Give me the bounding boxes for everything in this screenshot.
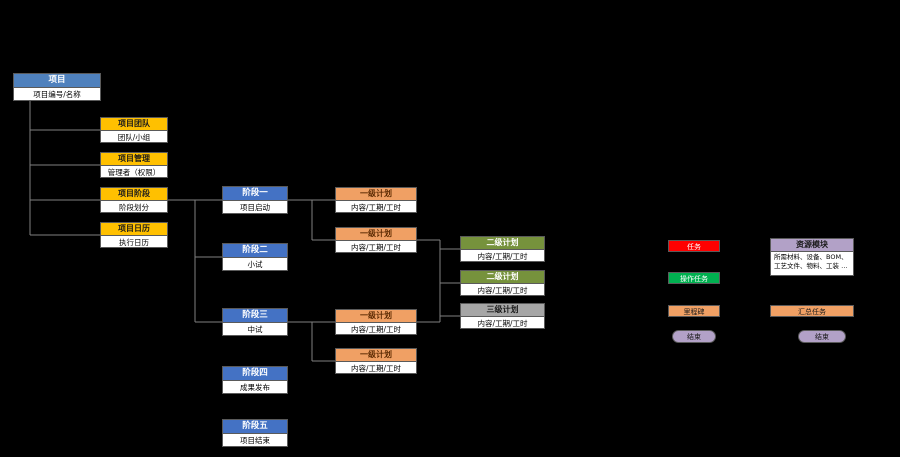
legend-end-label: 结束 [687,333,701,341]
attribute-body: 执行日历 [119,238,149,247]
legend-task-label: 任务 [687,243,701,251]
phase-box-5: 阶段五 项目结束 [222,419,288,447]
summary-task-chip: 汇总任务 [770,305,854,317]
level2-plan-header: 二级计划 [461,271,544,284]
attribute-box-team: 项目团队 团队/小组 [100,117,168,143]
legend-task-chip: 任务 [668,240,720,252]
phase-header: 阶段三 [223,309,287,323]
level1-plan-box-2: 一级计划 内容/工期/工时 [335,227,417,253]
phase-body: 中试 [247,325,263,334]
level2-plan-header: 二级计划 [461,237,544,250]
phase-body: 项目启动 [240,203,270,212]
attribute-body: 管理者（权限） [107,168,161,177]
legend-milestone-label: 里程碑 [683,308,705,316]
level1-plan-header: 一级计划 [336,349,416,362]
project-root-header: 项目 [14,74,100,88]
level2-plan-box-1: 二级计划 内容/工期/工时 [460,236,545,262]
phase-header: 阶段四 [223,367,287,381]
legend-action-task-chip: 操作任务 [668,272,720,284]
attribute-header: 项目管理 [101,153,167,166]
level3-plan-box: 三级计划 内容/工期/工时 [460,303,545,329]
phase-body: 小试 [247,260,263,269]
phase-header: 阶段五 [223,420,287,434]
level1-plan-box-1: 一级计划 内容/工期/工时 [335,187,417,213]
attribute-body: 阶段划分 [119,203,149,212]
level1-plan-box-4: 一级计划 内容/工期/工时 [335,348,417,374]
resource-panel-body: 所需材料、设备、BOM、工艺文件、物料、工装 … [774,253,848,270]
attribute-body: 团队/小组 [117,133,151,142]
phase-box-4: 阶段四 成果发布 [222,366,288,394]
legend-action-task-label: 操作任务 [680,275,708,283]
level2-plan-box-2: 二级计划 内容/工期/工时 [460,270,545,296]
phase-body: 项目结束 [240,436,270,445]
phase-box-1: 阶段一 项目启动 [222,186,288,214]
attribute-header: 项目日历 [101,223,167,236]
level1-plan-body: 内容/工期/工时 [350,325,402,334]
project-root-body: 项目编号/名称 [33,90,81,99]
phase-box-3: 阶段三 中试 [222,308,288,336]
resource-panel-header: 资源模块 [771,239,853,252]
end-marker-label: 结束 [815,333,829,341]
attribute-header: 项目阶段 [101,188,167,201]
resource-panel: 资源模块 所需材料、设备、BOM、工艺文件、物料、工装 … [770,238,854,276]
phase-body: 成果发布 [240,383,270,392]
attribute-box-calendar: 项目日历 执行日历 [100,222,168,248]
attribute-box-management: 项目管理 管理者（权限） [100,152,168,178]
phase-header: 阶段一 [223,187,287,201]
phase-header: 阶段二 [223,244,287,258]
phase-box-2: 阶段二 小试 [222,243,288,271]
level1-plan-header: 一级计划 [336,228,416,241]
attribute-header: 项目团队 [101,118,167,131]
level3-plan-header: 三级计划 [461,304,544,317]
level2-plan-body: 内容/工期/工时 [477,252,528,261]
level1-plan-body: 内容/工期/工时 [350,203,402,212]
project-root-box: 项目 项目编号/名称 [13,73,101,101]
level1-plan-header: 一级计划 [336,310,416,323]
end-marker-chip: 结束 [798,330,846,343]
attribute-box-phases: 项目阶段 阶段划分 [100,187,168,213]
level1-plan-body: 内容/工期/工时 [350,243,402,252]
level3-plan-body: 内容/工期/工时 [477,319,528,328]
legend-milestone-chip: 里程碑 [668,305,720,317]
level1-plan-box-3: 一级计划 内容/工期/工时 [335,309,417,335]
legend-end-chip: 结束 [672,330,716,343]
level2-plan-body: 内容/工期/工时 [477,286,528,295]
level1-plan-header: 一级计划 [336,188,416,201]
level1-plan-body: 内容/工期/工时 [350,364,402,373]
summary-task-label: 汇总任务 [798,308,826,316]
